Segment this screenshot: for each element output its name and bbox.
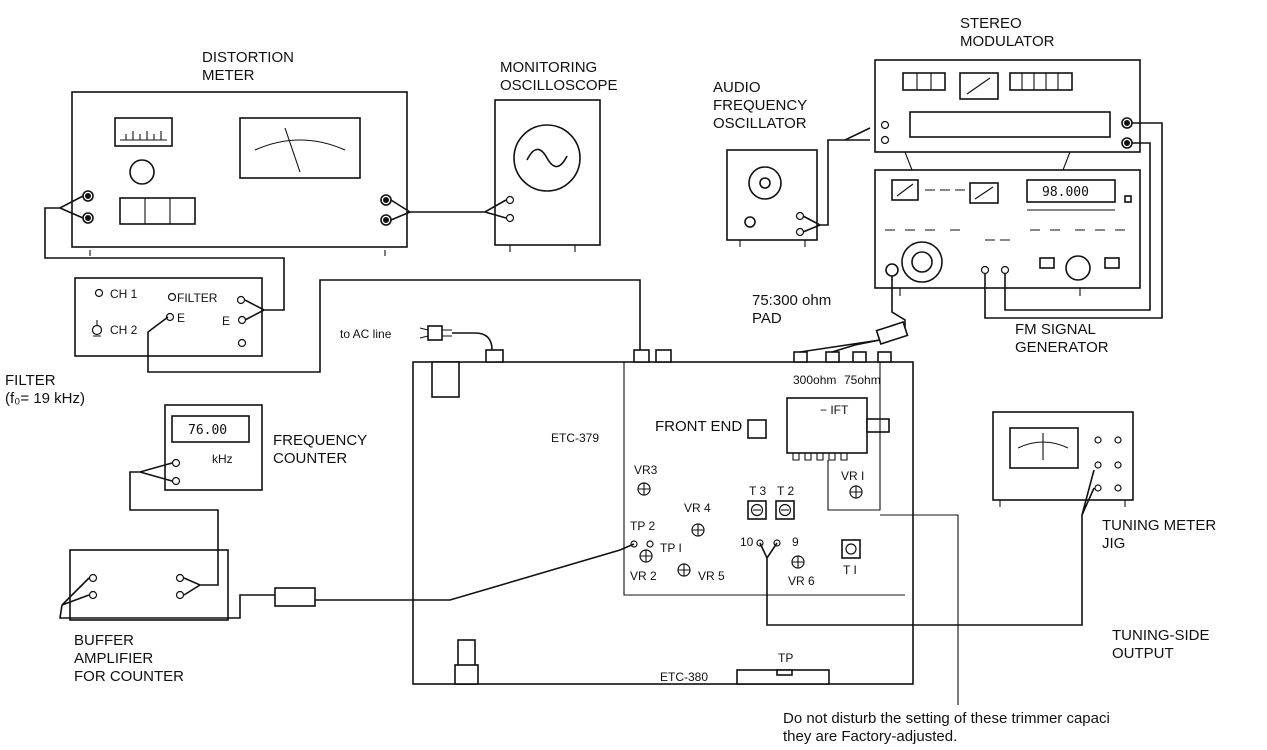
filter-ch2: CH 2 (110, 323, 138, 337)
tp1-label: TP I (660, 541, 682, 555)
audio-oscillator-label-1: AUDIO (713, 79, 761, 96)
board-etc380: ETC-380 (660, 670, 708, 684)
tuning-meter-label-2: JIG (1102, 535, 1125, 552)
counter-value: 76.00 (188, 423, 227, 438)
buffer-label-2: AMPLIFIER (74, 650, 153, 667)
board-300ohm: 300ohm (793, 373, 836, 387)
main-board (412, 349, 914, 685)
filter-ch1: CH 1 (110, 287, 138, 301)
fm-generator-label-2: GENERATOR (1015, 339, 1109, 356)
pad (875, 321, 909, 345)
generator-frequency: 98.000 (1042, 185, 1089, 200)
board-etc379: ETC-379 (551, 431, 599, 445)
tuning-meter-label-1: TUNING METER (1102, 517, 1216, 534)
stereo-modulator-label-2: MODULATOR (960, 33, 1055, 50)
wire-meter-filter (44, 195, 285, 321)
fm-signal-generator (874, 169, 1141, 296)
filter-e-right: E (222, 314, 230, 328)
stereo-modulator-label-1: STEREO (960, 15, 1022, 32)
oscilloscope-label-1: MONITORING (500, 59, 597, 76)
frequency-counter-label-2: COUNTER (273, 450, 347, 467)
wire-filter-board (147, 279, 641, 373)
audio-oscillator-label-2: FREQUENCY (713, 97, 807, 114)
frequency-counter (164, 404, 263, 491)
pin9-label: 9 (792, 535, 799, 549)
ift-label: − IFT (820, 403, 849, 417)
front-end-label: FRONT END (655, 418, 742, 435)
buffer-label-1: BUFFER (74, 632, 134, 649)
distortion-meter (71, 91, 408, 256)
t2-label: T 2 (777, 484, 794, 498)
pin10-label: 10 (740, 535, 754, 549)
distortion-meter-label-2: METER (202, 67, 255, 84)
wire-osc-modulator (802, 127, 871, 233)
tuning-output-label-2: OUTPUT (1112, 645, 1174, 662)
ac-line-label: to AC line (340, 327, 392, 341)
counter-unit: kHz (212, 452, 233, 466)
ac-plug (419, 325, 493, 351)
wire-board-tuning (759, 469, 1095, 626)
t1-label: T I (843, 563, 857, 577)
wire-modulator-generator (984, 122, 1163, 319)
tp-bottom-label: TP (778, 651, 793, 665)
vr5-label: VR 5 (698, 569, 725, 583)
note-line-1: Do not disturb the setting of these trim… (783, 710, 1110, 727)
vr1-label: VR I (841, 469, 864, 483)
audio-oscillator-label-3: OSCILLATOR (713, 115, 807, 132)
wire-generator-pad (891, 276, 906, 328)
buffer-label-3: FOR COUNTER (74, 668, 184, 685)
tp2-label: TP 2 (630, 519, 655, 533)
audio-oscillator (726, 149, 818, 247)
tuning-meter-jig (992, 411, 1134, 507)
tuning-output-label-1: TUNING-SIDE (1112, 627, 1210, 644)
note-leader (880, 514, 959, 705)
filter-fo-label: (f₀= 19 kHz) (5, 390, 85, 407)
distortion-meter-label-1: DISTORTION (202, 49, 294, 66)
pad-label-2: PAD (752, 310, 782, 327)
vr4-label: VR 4 (684, 501, 711, 515)
fm-generator-label-1: FM SIGNAL (1015, 321, 1096, 338)
oscilloscope-label-2: OSCILLOSCOPE (500, 77, 618, 94)
vr3-label: VR3 (634, 463, 658, 477)
monitoring-oscilloscope (494, 99, 601, 252)
board-75ohm: 75ohm (844, 373, 881, 387)
stereo-modulator (874, 59, 1141, 171)
pad-label-1: 75:300 ohm (752, 292, 831, 309)
vr2-label: VR 2 (630, 569, 657, 583)
filter-label: FILTER (5, 372, 56, 389)
t3-label: T 3 (749, 484, 766, 498)
filter-filter-label: FILTER (177, 291, 218, 305)
frequency-counter-label-1: FREQUENCY (273, 432, 367, 449)
wire-pad-board (799, 339, 881, 353)
wire-counter-buffer (129, 462, 219, 596)
filter-unit (74, 277, 263, 357)
filter-e-left: E (177, 311, 185, 325)
wire-meter-scope (390, 199, 507, 221)
note-line-2: they are Factory-adjusted. (783, 728, 957, 745)
probe-connector (274, 587, 316, 607)
vr6-label: VR 6 (788, 574, 815, 588)
